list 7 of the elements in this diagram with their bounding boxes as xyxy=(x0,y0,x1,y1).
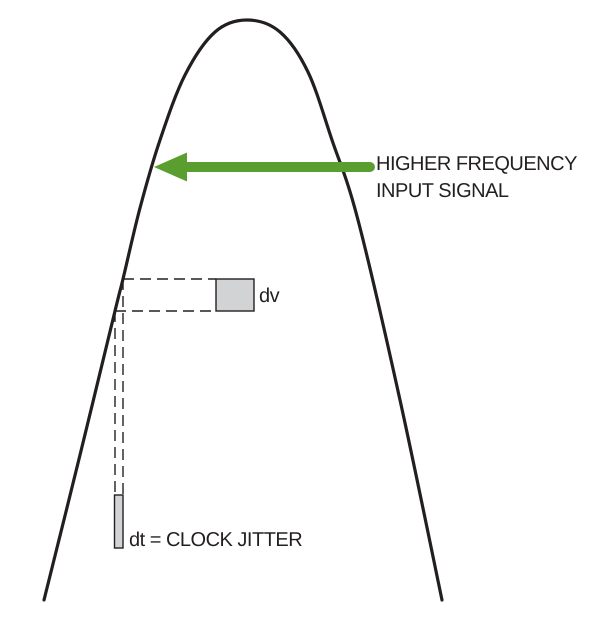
projection-line xyxy=(123,278,216,280)
jitter-label: dt = CLOCK JITTER xyxy=(129,528,302,553)
projection-line xyxy=(122,279,124,495)
signal-label: HIGHER FREQUENCY INPUT SIGNAL xyxy=(376,151,591,205)
arrow xyxy=(154,152,375,182)
dv-label: dv xyxy=(259,284,280,309)
projection-line xyxy=(114,311,116,495)
